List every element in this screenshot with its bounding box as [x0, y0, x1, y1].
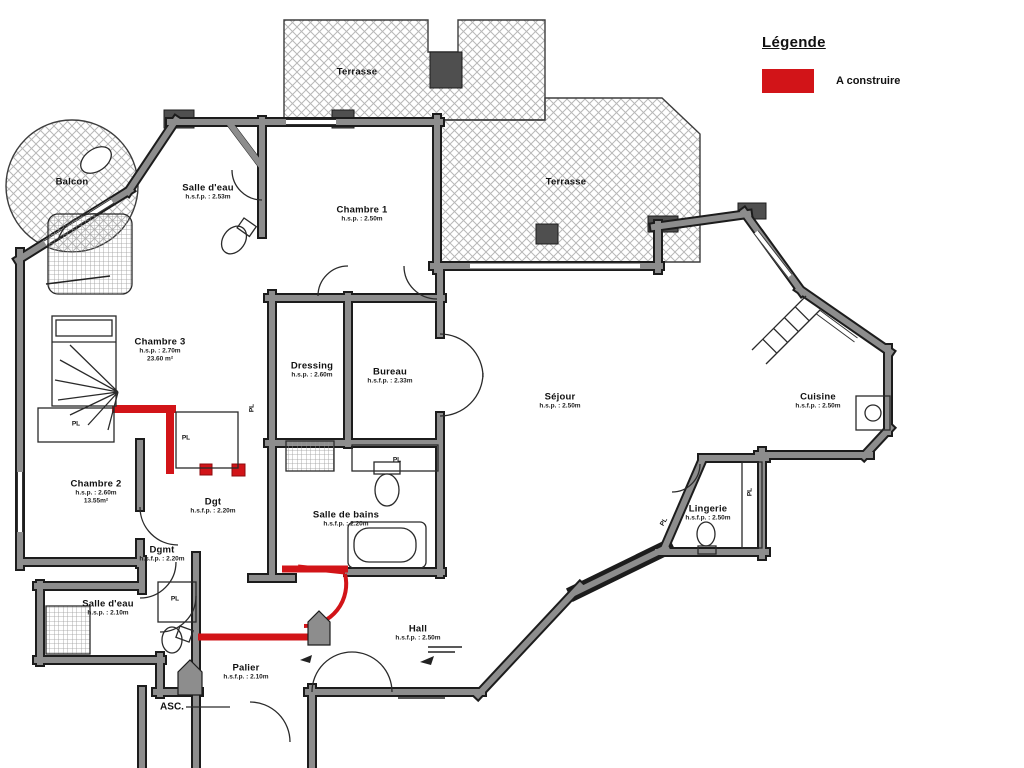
fixtures-and-doors — [37, 146, 891, 743]
room-label-balcon: Balcon — [55, 176, 89, 188]
legend-title: Légende — [762, 34, 826, 51]
closet-label: PL — [181, 434, 191, 442]
closet-label: PL — [746, 487, 754, 497]
room-label-terrasse-1: Terrasse — [336, 66, 378, 78]
elevator-label: ASC. — [160, 701, 184, 713]
legend-row: A construire — [762, 69, 900, 93]
legend: Légende A construire — [762, 34, 900, 93]
door-posts — [177, 610, 331, 696]
closet-label: PL — [392, 456, 402, 464]
legend-swatch — [762, 69, 814, 93]
closet-label: PL — [71, 420, 81, 428]
legend-item-label: A construire — [836, 75, 901, 87]
room-label-terrasse-2: Terrasse — [545, 176, 587, 188]
closet-label: PL — [170, 595, 180, 603]
closet-label: PL — [248, 403, 256, 413]
